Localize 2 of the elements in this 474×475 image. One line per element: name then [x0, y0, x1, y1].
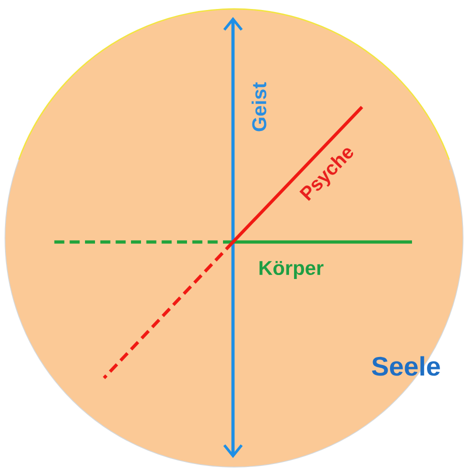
axis-label: Körper: [260, 261, 324, 279]
axis-label: Geist: [252, 82, 266, 132]
